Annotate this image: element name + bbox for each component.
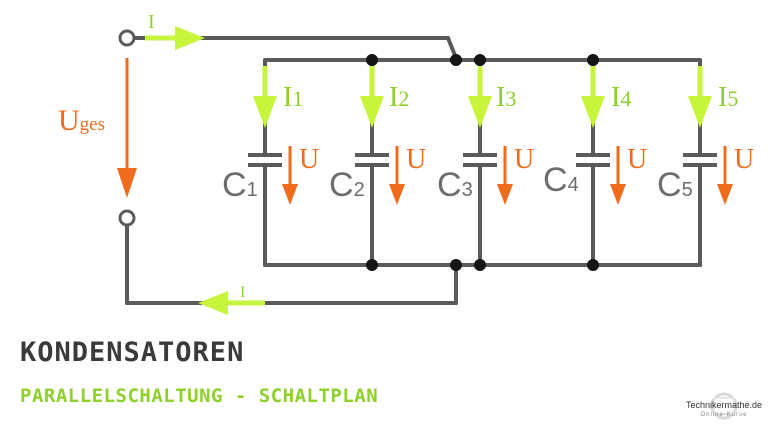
capacitor-label-5: C5: [657, 166, 693, 204]
total-voltage-arrow: [117, 58, 137, 198]
branch-voltage-label-4: U: [627, 144, 647, 175]
branch-current-label-1: I1: [283, 82, 303, 113]
capacitor-label-4: C4: [543, 161, 579, 199]
branch-voltage-label-2: U: [406, 144, 426, 175]
branch-current-label-4: I4: [611, 82, 631, 113]
branch-voltage-label-5: U: [734, 144, 754, 175]
capacitor-plates: [248, 153, 717, 167]
terminal-top: [118, 29, 136, 47]
brand-logo: Technikermathe.de Online-Kurse: [684, 390, 764, 426]
capacitor-label-3: C3: [437, 166, 473, 204]
branch-current-arrows: [253, 66, 712, 128]
logo-name: Technikermathe.de: [685, 400, 763, 410]
branch-voltage-label-3: U: [514, 144, 534, 175]
source-current-label: I: [148, 11, 155, 33]
branch-current-label-5: I5: [718, 82, 738, 113]
junction-nodes: [366, 54, 599, 271]
return-current-arrow: [198, 291, 265, 315]
gear-icon: [710, 392, 738, 420]
return-current-label: I: [240, 284, 245, 301]
capacitor-label-1: C1: [222, 166, 258, 204]
branch-voltage-label-1: U: [299, 144, 319, 175]
branch-current-label-2: I2: [389, 82, 409, 113]
branch-current-label-3: I3: [496, 82, 516, 113]
page-subtitle: PARALLELSCHALTUNG - SCHALTPLAN: [20, 385, 379, 407]
logo-tagline: Online-Kurse: [700, 412, 748, 418]
terminal-bottom: [118, 209, 136, 227]
page-title: KONDENSATOREN: [20, 337, 245, 368]
branch-voltage-arrows: [282, 146, 733, 205]
total-voltage-label: Uges: [58, 104, 105, 137]
source-current-arrow: [145, 26, 205, 50]
capacitor-label-2: C2: [329, 166, 365, 204]
